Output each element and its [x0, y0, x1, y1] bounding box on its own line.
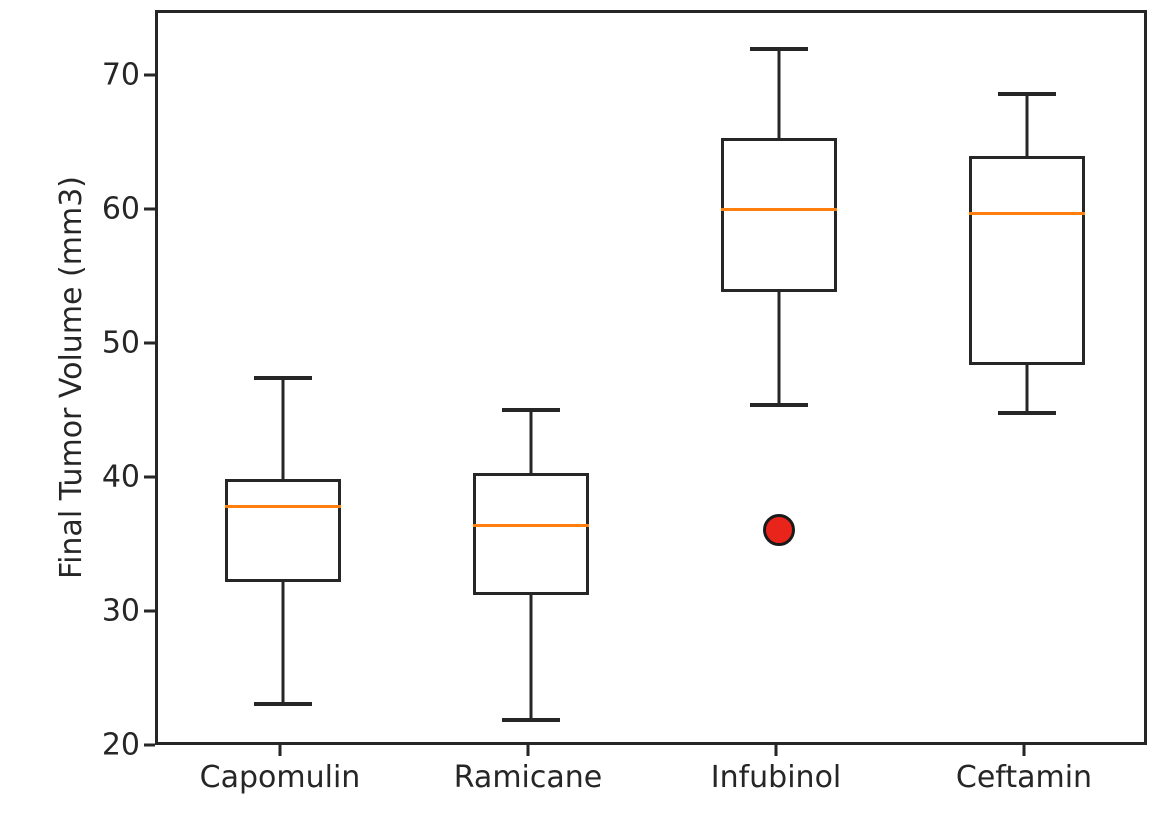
y-axis-tick-label: 60: [101, 191, 140, 227]
y-axis-tick-label: 50: [101, 325, 140, 361]
whisker-cap-upper-ceftamin: [998, 92, 1056, 97]
y-axis-tick-mark: [144, 73, 155, 77]
y-axis-tick-mark: [144, 341, 155, 345]
y-axis-tick-mark: [144, 475, 155, 479]
x-axis-tick-mark: [774, 745, 778, 756]
median-line-ramicane: [473, 524, 589, 528]
outlier-point-infubinol: [763, 513, 795, 546]
whisker-lower-ceftamin: [1025, 364, 1029, 413]
box-ramicane: [473, 473, 589, 596]
y-axis-label: Final Tumor Volume (mm3): [54, 176, 89, 579]
whisker-upper-ramicane: [529, 410, 533, 474]
y-axis-tick-label: 30: [101, 593, 140, 629]
x-axis-tick-mark: [278, 745, 282, 756]
median-line-capomulin: [225, 505, 341, 509]
x-axis-tick-label-ramicane: Ramicane: [453, 760, 603, 795]
box-capomulin: [225, 478, 341, 582]
whisker-cap-lower-ramicane: [502, 717, 560, 722]
x-axis-tick-label-ceftamin: Ceftamin: [955, 760, 1093, 795]
whisker-cap-upper-infubinol: [750, 46, 808, 51]
whisker-lower-capomulin: [281, 581, 285, 704]
median-line-ceftamin: [969, 211, 1085, 215]
whisker-cap-lower-infubinol: [750, 402, 808, 407]
plot-area: [155, 10, 1147, 745]
whisker-upper-infubinol: [777, 48, 781, 139]
x-axis-tick-mark: [1022, 745, 1026, 756]
box-ceftamin: [969, 155, 1085, 365]
whisker-cap-upper-ramicane: [502, 408, 560, 413]
whisker-lower-infubinol: [777, 292, 781, 405]
median-line-infubinol: [721, 207, 837, 211]
y-axis-tick-label: 70: [101, 57, 140, 93]
whisker-lower-ramicane: [529, 595, 533, 720]
x-axis-tick-label-capomulin: Capomulin: [199, 760, 361, 795]
whisker-cap-lower-ceftamin: [998, 411, 1056, 415]
x-axis-tick-label-infubinol: Infubinol: [710, 760, 842, 795]
y-axis-tick-label: 20: [101, 727, 140, 763]
whisker-upper-ceftamin: [1025, 94, 1029, 156]
y-axis-tick-mark: [144, 207, 155, 211]
box-infubinol: [721, 138, 837, 293]
whisker-upper-capomulin: [281, 378, 285, 479]
whisker-cap-lower-capomulin: [254, 701, 312, 706]
whisker-cap-upper-capomulin: [254, 376, 312, 381]
y-axis-tick-label: 40: [101, 459, 140, 495]
y-axis-tick-mark: [144, 743, 155, 747]
y-axis-tick-mark: [144, 609, 155, 613]
x-axis-tick-mark: [526, 745, 530, 756]
